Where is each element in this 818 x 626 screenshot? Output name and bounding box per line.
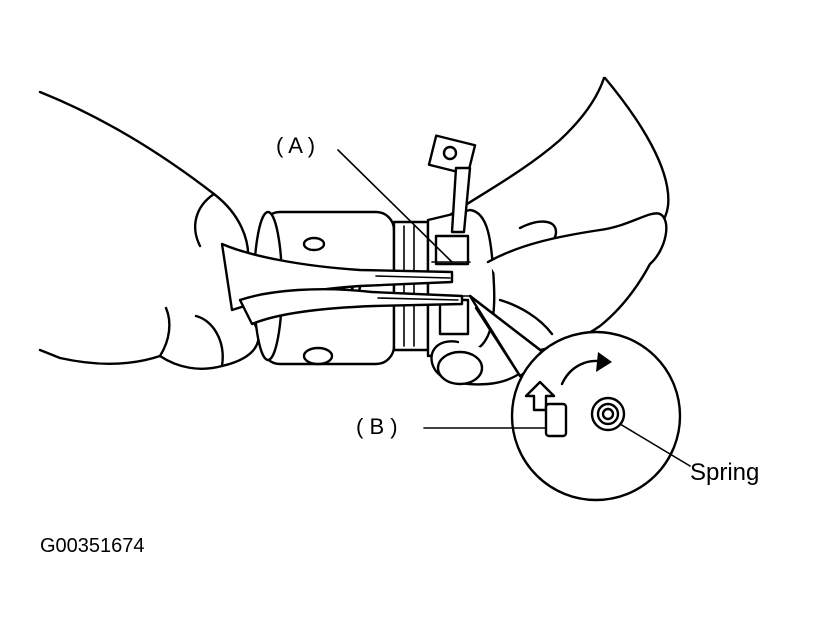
figure-id: G00351674 (40, 535, 145, 557)
detail-circle (510, 330, 682, 502)
left-hand (38, 90, 260, 370)
brush-b-mark (544, 402, 568, 438)
leader-a (337, 149, 453, 263)
label-spring: Spring (690, 459, 759, 486)
leader-spring (619, 423, 691, 467)
detail-callout (468, 294, 550, 378)
pliers-icon (220, 242, 464, 326)
spring-icon (590, 396, 626, 432)
right-hand (430, 212, 668, 386)
arrow-up-icon (524, 380, 556, 412)
label-a: ( A ) (276, 133, 315, 158)
brush-holder (426, 134, 496, 358)
label-b: ( B ) (356, 414, 398, 439)
